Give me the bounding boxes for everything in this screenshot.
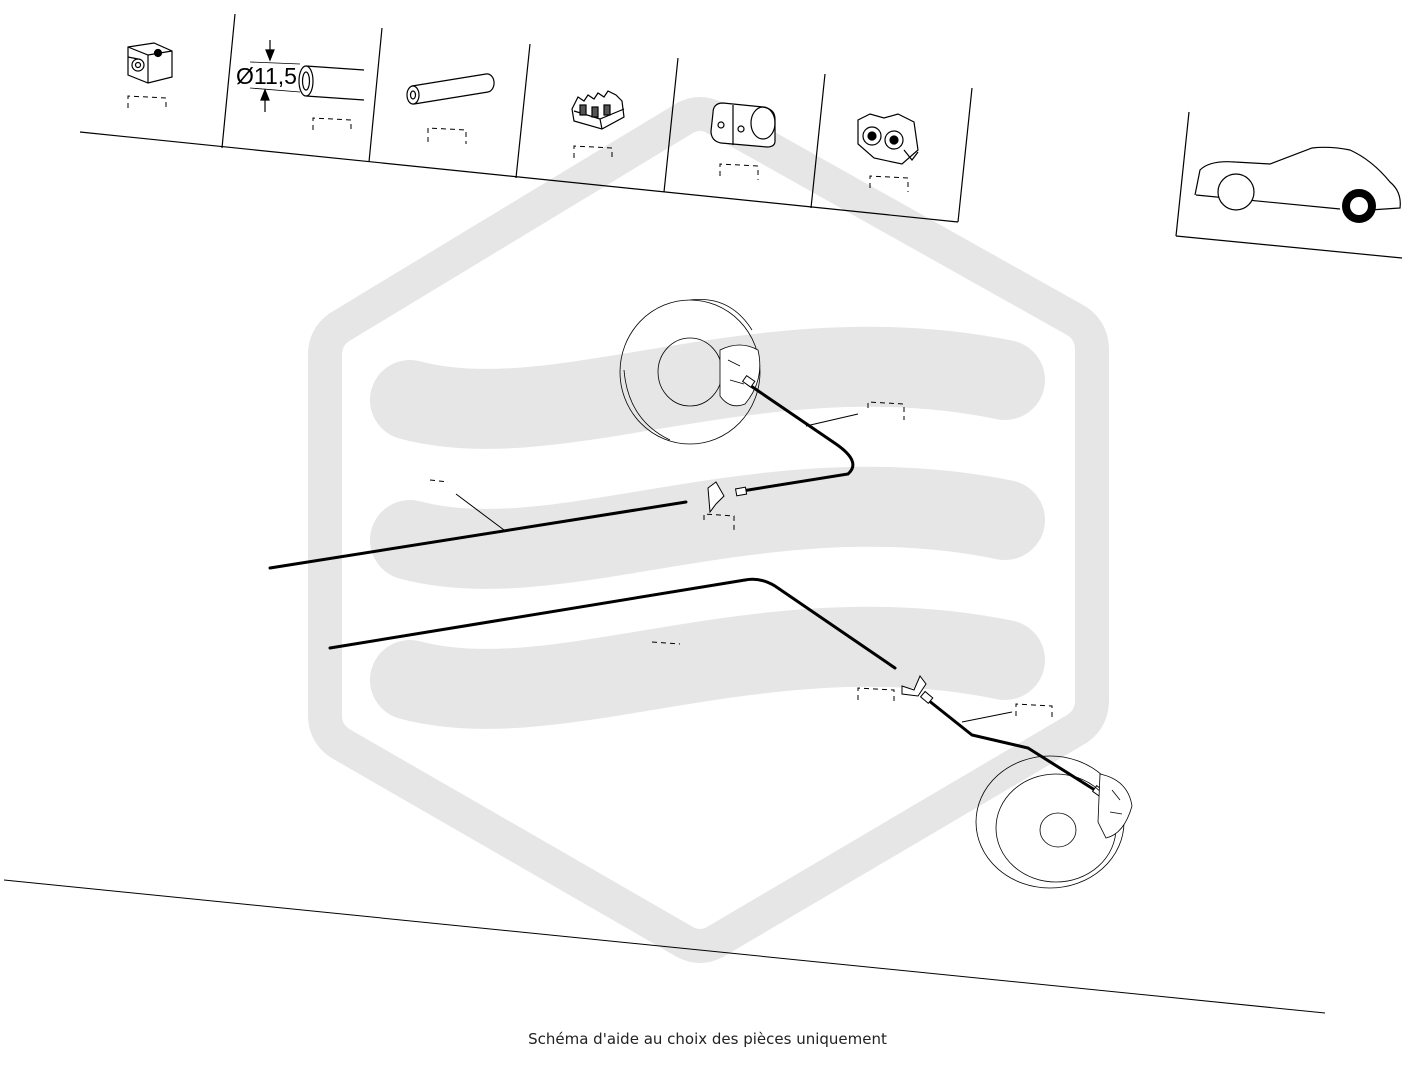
brake-tube-icon[interactable]: [249, 40, 365, 112]
car-rear-wheel-icon[interactable]: [1194, 146, 1401, 223]
tube-diameter-label: Ø11,5: [236, 63, 297, 89]
vehicle-locator: [1175, 111, 1403, 259]
callout-main-line: [429, 479, 449, 483]
main-line-upper: [268, 500, 688, 570]
part-6-label-box: [869, 175, 909, 192]
part-5-label-box: [719, 163, 759, 180]
rubber-mount-icon[interactable]: [710, 102, 776, 148]
rear-brake-disc[interactable]: [975, 755, 1133, 889]
rear-flex-line: [926, 698, 1100, 794]
callout-rear-bracket: [857, 687, 895, 704]
part-2-label-box: [312, 117, 352, 132]
bottom-border-line: [3, 879, 1326, 1014]
callout-lower-line: [651, 641, 681, 645]
callout-front-line: [867, 401, 905, 420]
front-flex-line: [740, 382, 855, 493]
front-brake-disc[interactable]: [619, 298, 761, 445]
grommet-sleeve-icon[interactable]: [406, 73, 495, 105]
main-line-lower: [328, 577, 897, 670]
diagram-caption: Schéma d'aide au choix des pièces unique…: [528, 1030, 887, 1048]
part-1-label-box: [127, 95, 167, 110]
fittings: [734, 374, 1106, 798]
callout-boxes: [429, 401, 1053, 718]
leader-lines: [455, 413, 1013, 723]
clip-block-icon[interactable]: [127, 42, 173, 84]
part-4-label-box: [573, 145, 613, 160]
front-bracket-icon[interactable]: [707, 481, 725, 514]
double-clip-icon[interactable]: [857, 113, 919, 165]
callout-front-bracket: [703, 513, 735, 530]
part-3-label-box: [427, 127, 467, 144]
callout-rear-line: [1015, 703, 1053, 718]
parts-strip: [79, 13, 973, 223]
multi-clip-icon[interactable]: [571, 90, 625, 130]
watermark-logo: [308, 97, 1109, 963]
brake-lines: [268, 382, 1100, 794]
rear-bracket-icon[interactable]: [901, 675, 927, 697]
